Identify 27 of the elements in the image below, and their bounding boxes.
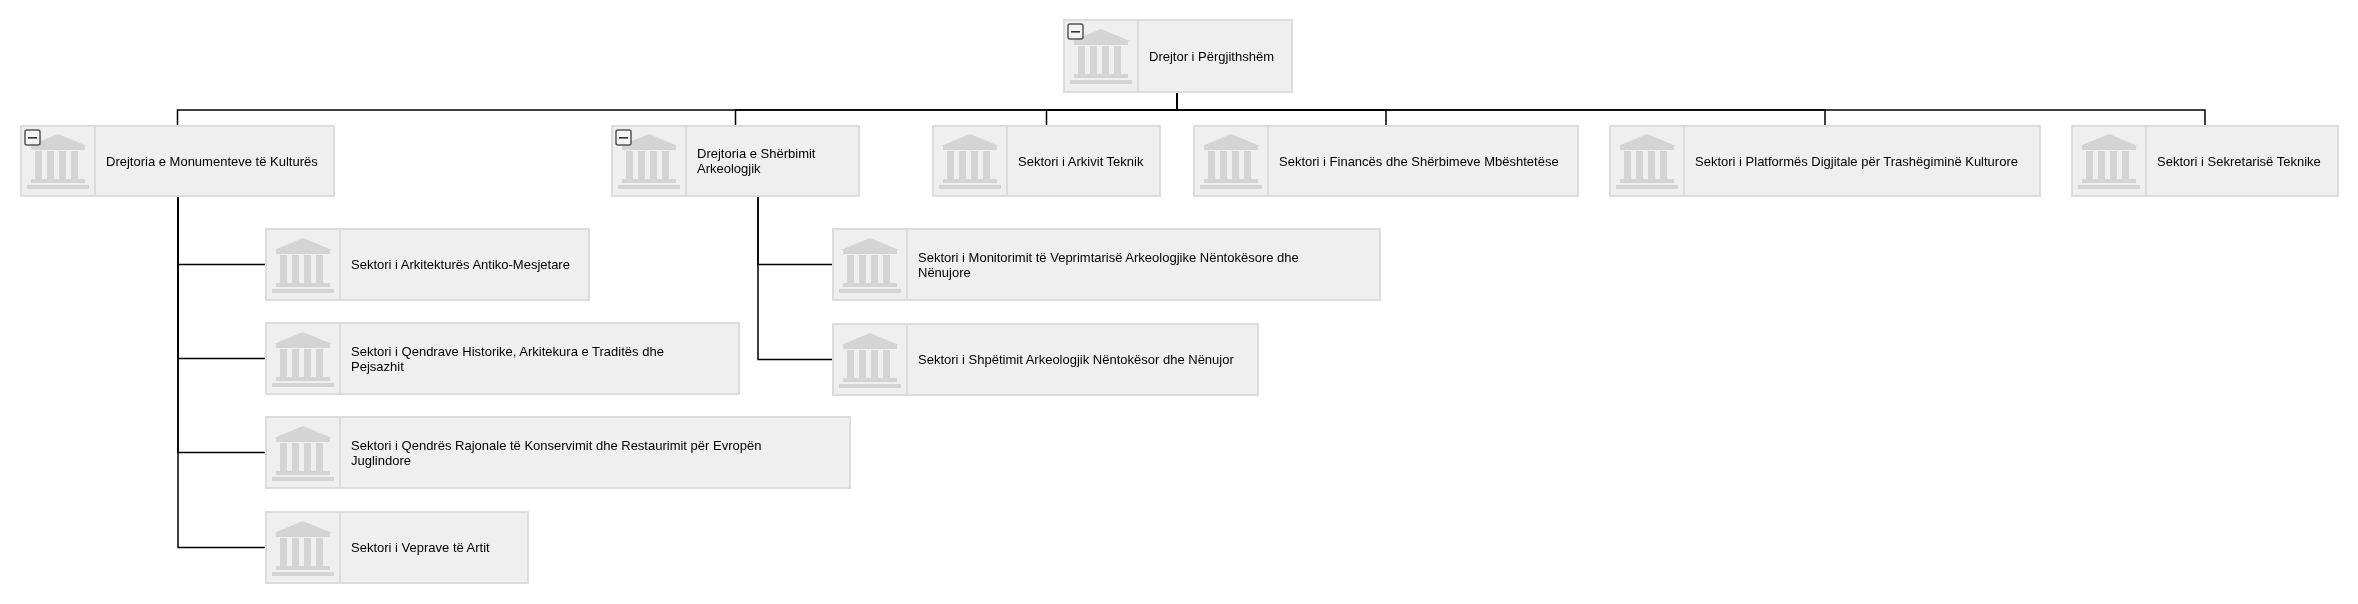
org-unit-box [832, 323, 1259, 396]
org-unit-box [265, 228, 590, 301]
org-unit-box [2071, 125, 2339, 197]
org-unit-box [1063, 19, 1293, 93]
unit-name: Sektori i Monitorimit të Veprimtarisë Arkeologjike Nëntokësore dhe Nënujore [918, 249, 1300, 280]
unit-name: Drejtor i Përgjithshëm [1149, 48, 1274, 64]
org-unit-box [265, 322, 740, 395]
org-unit-box [611, 125, 860, 197]
unit-name: Sektori i Platformës Digjitale për Trashëgiminë Kulturore [1695, 153, 2018, 169]
org-unit-box [932, 125, 1161, 197]
org-unit-box [265, 511, 529, 584]
org-unit-box [832, 228, 1381, 301]
org-unit-box [1193, 125, 1579, 197]
org-unit-box [265, 416, 851, 489]
unit-name: Sektori i Shpëtimit Arkeologjik Nëntokësor dhe Nënujor [918, 352, 1234, 367]
unit-name: Sektori i Veprave të Artit [351, 540, 490, 555]
unit-name: Sektori i Qendrës Rajonale të Konservimit dhe Restaurimit për Evropën Juglindore [351, 437, 763, 468]
unit-name: Drejtoria e Monumenteve të Kulturës [106, 153, 318, 169]
org-unit-box [20, 125, 335, 197]
unit-name: Sektori i Sekretarisë Teknike [2157, 153, 2321, 169]
org-unit-box [1609, 125, 2041, 197]
unit-name: Sektori i Financës dhe Shërbimeve Mbështetëse [1279, 153, 1559, 169]
unit-name: Sektori i Arkivit Teknik [1018, 153, 1144, 169]
connector-line [757, 196, 833, 361]
unit-name: Drejtoria e Shërbimit Arkeologjik [697, 146, 817, 176]
unit-name: Sektori i Qendrave Historike, Arkitekura e Traditës dhe Pejsazhit [351, 343, 665, 374]
unit-name: Sektori i Arkitekturës Antiko-Mesjetare [351, 257, 570, 272]
